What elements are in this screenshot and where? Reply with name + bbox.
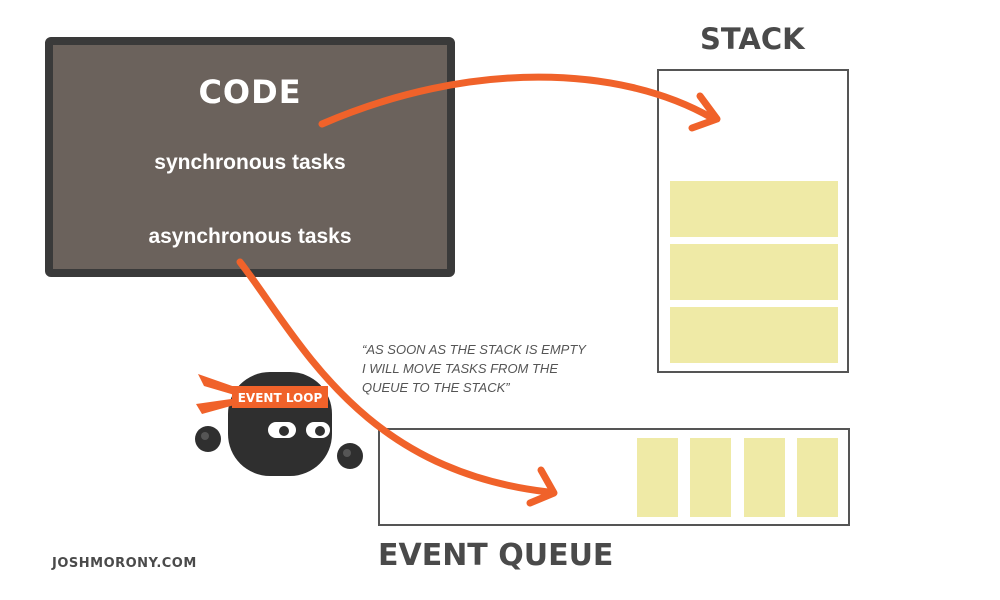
asynchronous-tasks-label: asynchronous tasks xyxy=(148,225,352,248)
queue-slot xyxy=(690,438,731,517)
queue-slot xyxy=(637,438,678,517)
ninja-icon: EVENT LOOP xyxy=(195,372,363,476)
event-loop-label: EVENT LOOP xyxy=(238,391,323,405)
code-title: CODE xyxy=(198,73,302,111)
async-arrowhead-icon xyxy=(526,466,558,507)
stack-slot xyxy=(670,307,838,363)
site-credit: JOSHMORONY.COM xyxy=(52,556,197,571)
event-queue-title: EVENT QUEUE xyxy=(378,538,614,573)
queue-slot xyxy=(744,438,785,517)
queue-slot xyxy=(797,438,838,517)
stack-slot xyxy=(670,181,838,237)
stack-box xyxy=(657,69,849,373)
code-box: CODE synchronous tasks asynchronous task… xyxy=(45,37,455,277)
quote-line: “AS SOON AS THE STACK IS EMPTY xyxy=(362,342,586,357)
event-queue-box xyxy=(378,428,850,526)
synchronous-tasks-label: synchronous tasks xyxy=(154,151,346,174)
sync-arrow-icon xyxy=(318,73,716,128)
event-loop-quote: “AS SOON AS THE STACK IS EMPTY I WILL MO… xyxy=(362,340,652,397)
quote-line: QUEUE TO THE STACK” xyxy=(362,380,510,395)
quote-line: I WILL MOVE TASKS FROM THE xyxy=(362,361,558,376)
sync-arrowhead-icon xyxy=(688,92,721,132)
stack-title: STACK xyxy=(700,22,805,56)
stack-slot xyxy=(670,244,838,300)
async-arrow-icon xyxy=(236,258,552,496)
